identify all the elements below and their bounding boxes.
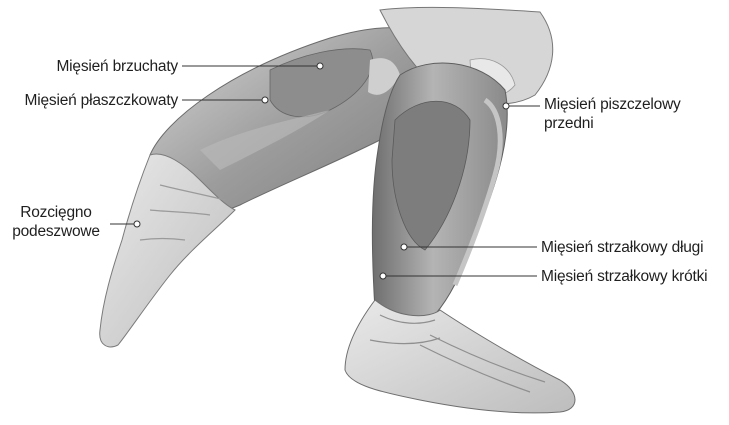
- label-tibialis-anterior-line2: przedni: [544, 114, 681, 133]
- marker-peroneus-longus: [401, 244, 407, 250]
- label-tibialis-anterior-line1: Mięsień piszczelowy: [544, 95, 681, 114]
- label-gastrocnemius: Mięsień brzuchaty: [30, 57, 178, 76]
- label-tibialis-anterior: Mięsień piszczelowy przedni: [544, 95, 681, 133]
- marker-peroneus-brevis: [380, 273, 386, 279]
- label-peroneus-longus: Mięsień strzałkowy długi: [541, 238, 703, 257]
- label-plantar-fascia: Rozcięgno podeszwowe: [4, 203, 108, 241]
- marker-plantar-fascia: [134, 221, 140, 227]
- marker-soleus: [262, 97, 268, 103]
- marker-gastrocnemius: [317, 63, 323, 69]
- label-soleus: Mięsień płaszczkowaty: [0, 91, 178, 110]
- label-plantar-fascia-line2: podeszwowe: [4, 222, 108, 241]
- label-peroneus-brevis: Mięsień strzałkowy krótki: [541, 267, 707, 286]
- label-plantar-fascia-line1: Rozcięgno: [4, 203, 108, 222]
- marker-tibialis-anterior: [503, 103, 509, 109]
